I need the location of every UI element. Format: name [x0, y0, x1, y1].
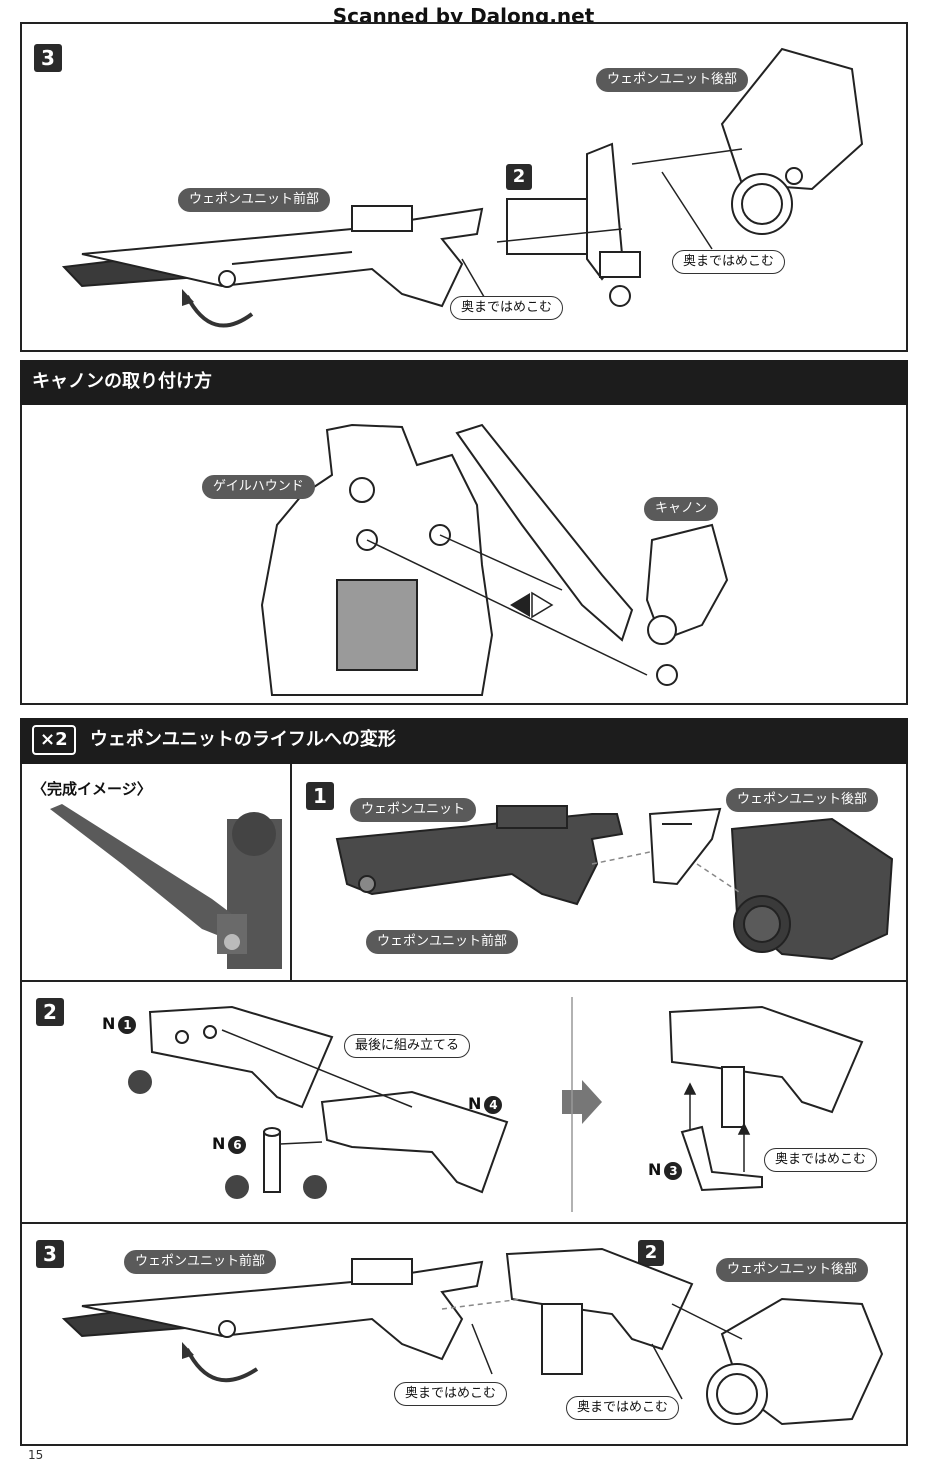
label-cannon: キャノン	[644, 497, 719, 521]
part-n1-number: 1	[118, 1015, 137, 1034]
cannon-section-header: キャノンの取り付け方	[20, 360, 908, 406]
cannon-section-title: キャノンの取り付け方	[32, 371, 212, 392]
cannon-drawing	[455, 423, 729, 686]
assembled-grip-drawing	[668, 1005, 864, 1192]
part-n6-number: 6	[228, 1135, 247, 1154]
page-number: 15	[28, 1448, 44, 1462]
step3-front-part-drawing	[61, 1258, 484, 1361]
connector-plate-drawing	[648, 807, 722, 886]
rifle-step1-panel: 1 ウェポンユニット ウェポンユニット後部 ウェポンユニット前部	[290, 764, 908, 982]
step3-top-panel: 3 2	[20, 22, 908, 352]
label-weapon-rear: ウェポンユニット後部	[596, 68, 749, 92]
label-weapon-unit: ウェポンユニット	[350, 798, 477, 822]
weapon-unit-assembly-illustration	[61, 47, 864, 328]
step3-grip-drawing	[505, 1247, 694, 1375]
step3-rear-part-drawing	[706, 1297, 884, 1426]
substep-number-badge: 2	[506, 164, 532, 190]
label-weapon-front-step1: ウェポンユニット前部	[366, 930, 519, 954]
rotate-arrow-drawing	[185, 295, 254, 328]
step1-number-badge: 1	[306, 782, 334, 810]
nipper-icons	[128, 1070, 327, 1199]
cannon-section-panel: ゲイルハウンド キャノン	[20, 405, 908, 705]
cannon-attach-illustration	[260, 423, 729, 696]
rifle-section-title: ウェポンユニットのライフルへの変形	[89, 729, 396, 750]
step3-rifle-assembly-illustration	[61, 1247, 884, 1426]
double-arrow-drawing	[510, 591, 554, 619]
part-n4-number: 4	[484, 1095, 503, 1114]
rifle-step3-panel: 3 2 ウェポンユニット前部 ウェポンユニット後部 奥まではめこむ	[20, 1222, 908, 1446]
weapon-front-part-drawing	[61, 205, 484, 308]
step3-substep-badge: 2	[638, 1240, 664, 1266]
step-number-badge: 3	[34, 44, 62, 72]
label-weapon-rear-step1: ウェポンユニット後部	[726, 788, 879, 812]
label-weapon-front-step3: ウェポンユニット前部	[124, 1250, 277, 1274]
label-assemble-last: 最後に組み立てる	[344, 1034, 471, 1058]
weapon-rear-dark-drawing	[730, 817, 894, 961]
step1-weapon-illustration	[335, 805, 894, 961]
completed-image-panel: 〈完成イメージ〉	[20, 764, 292, 982]
step3-number-badge: 3	[36, 1240, 64, 1268]
label-gale-hound: ゲイルハウンド	[202, 475, 315, 499]
label-press-fully-2: 奥まではめこむ	[450, 296, 564, 320]
label-press-fully-step2: 奥まではめこむ	[764, 1148, 878, 1172]
part-n3-number: 3	[664, 1161, 683, 1180]
part-n1-drawing	[148, 1005, 334, 1109]
label-press-fully-step3-2: 奥まではめこむ	[566, 1396, 680, 1420]
times-two-badge: ×2	[32, 725, 76, 755]
step2-number-badge: 2	[36, 998, 64, 1026]
weapon-unit-dark-drawing	[335, 805, 624, 906]
part-n4-drawing	[320, 1090, 509, 1194]
label-press-fully-step3-1: 奥まではめこむ	[394, 1382, 508, 1406]
completed-image-label: 〈完成イメージ〉	[32, 780, 152, 798]
label-press-fully-1: 奥まではめこむ	[672, 250, 786, 274]
rifle-section-header: ×2 ウェポンユニットのライフルへの変形	[20, 718, 908, 764]
label-weapon-rear-step3: ウェポンユニット後部	[716, 1258, 869, 1282]
step2-next-arrow	[562, 1080, 602, 1124]
part-n6-drawing	[263, 1127, 281, 1193]
step2-assembly-illustration	[128, 997, 864, 1212]
completed-rifle-photo	[50, 804, 282, 969]
label-weapon-front: ウェポンユニット前部	[178, 188, 331, 212]
weapon-connector-part-drawing	[506, 142, 641, 307]
step3-rotate-arrow-drawing	[185, 1348, 259, 1383]
robot-back-drawing	[260, 423, 494, 696]
weapon-rear-part-drawing	[720, 47, 864, 235]
